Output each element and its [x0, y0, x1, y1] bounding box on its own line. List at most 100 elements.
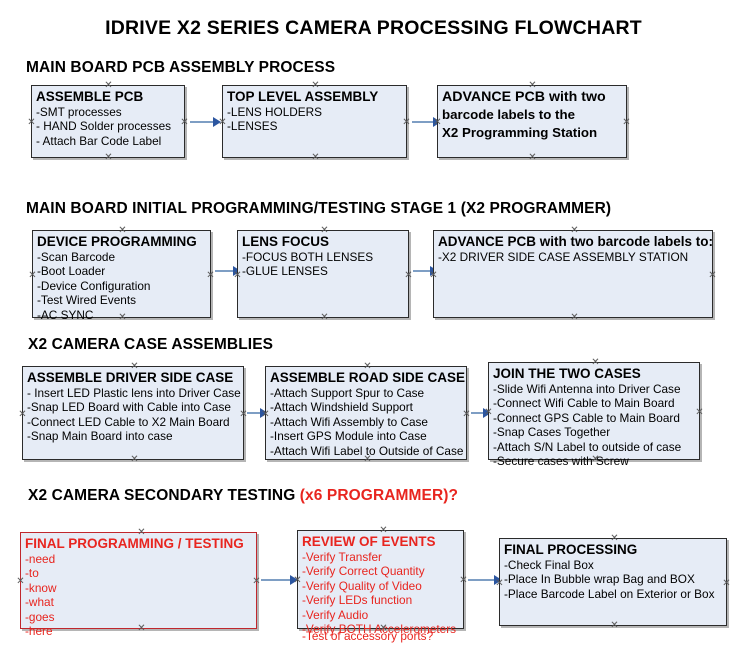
resize-handle-right[interactable]	[180, 118, 189, 127]
box-lens-focus[interactable]: LENS FOCUS -FOCUS BOTH LENSES -GLUE LENS…	[237, 230, 409, 318]
box-final-processing[interactable]: FINAL PROCESSING -Check Final Box -Place…	[499, 538, 727, 626]
box-line: -know	[25, 580, 57, 595]
box-line: -Test Wired Events	[37, 293, 136, 308]
resize-handle-left[interactable]	[293, 576, 302, 585]
box-line: -Connect Wifi Cable to Main Board	[493, 396, 675, 411]
resize-handle-top[interactable]	[363, 362, 372, 371]
resize-handle-bottom[interactable]	[528, 153, 537, 162]
resize-handle-bottom[interactable]	[610, 621, 619, 630]
box-content: ADVANCE PCB with two barcode labels to: …	[434, 231, 713, 264]
box-title: ADVANCE PCB with two	[442, 89, 606, 105]
box-title: ASSEMBLE ROAD SIDE CASE	[270, 370, 466, 385]
box-line: -what	[25, 595, 54, 610]
box-content: TOP LEVEL ASSEMBLY -LENS HOLDERS -LENSES	[223, 86, 406, 134]
box-line: -Attach S/N Label to outside of case	[493, 439, 682, 454]
box-join-the-two-cases[interactable]: JOIN THE TWO CASES -Slide Wifi Antenna i…	[488, 362, 700, 468]
connector-driver-side-to-road-side	[247, 412, 264, 414]
box-content: REVIEW OF EVENTS -Verify Transfer -Verif…	[298, 531, 463, 636]
resize-handle-bottom[interactable]	[104, 153, 113, 162]
resize-handle-right[interactable]	[708, 271, 717, 280]
resize-handle-bottom[interactable]	[570, 313, 579, 322]
resize-handle-bottom[interactable]	[379, 624, 388, 633]
resize-handle-top[interactable]	[118, 226, 127, 235]
box-line: -Boot Loader	[37, 264, 106, 279]
box-advance-pcb-to-driver-side-case-station[interactable]: ADVANCE PCB with two barcode labels to: …	[433, 230, 713, 318]
resize-handle-top[interactable]	[311, 81, 320, 90]
resize-handle-bottom[interactable]	[118, 313, 127, 322]
box-title: REVIEW OF EVENTS	[302, 534, 436, 549]
resize-handle-left[interactable]	[261, 410, 270, 419]
box-assemble-driver-side-case[interactable]: ASSEMBLE DRIVER SIDE CASE - Insert LED P…	[22, 366, 244, 460]
resize-handle-top[interactable]	[130, 362, 139, 371]
resize-handle-right[interactable]	[462, 410, 471, 419]
box-assemble-road-side-case[interactable]: ASSEMBLE ROAD SIDE CASE -Attach Support …	[265, 366, 467, 460]
resize-handle-left[interactable]	[495, 579, 504, 588]
connector-device-programming-to-lens-focus	[215, 270, 237, 272]
box-line: -Place In Bubble wrap Bag and BOX	[504, 572, 695, 587]
resize-handle-left[interactable]	[433, 118, 442, 127]
resize-handle-top[interactable]	[610, 534, 619, 543]
resize-handle-right[interactable]	[402, 118, 411, 127]
page-title: IDRIVE X2 SERIES CAMERA PROCESSING FLOWC…	[105, 17, 642, 39]
resize-handle-bottom[interactable]	[320, 313, 329, 322]
box-assemble-pcb[interactable]: ASSEMBLE PCB -SMT processes - HAND Solde…	[31, 85, 185, 158]
resize-handle-left[interactable]	[484, 408, 493, 417]
resize-handle-top[interactable]	[528, 81, 537, 90]
box-line: -Device Configuration	[37, 278, 151, 293]
box-line: - Insert LED Plastic lens into Driver Ca…	[27, 386, 241, 400]
resize-handle-top[interactable]	[320, 226, 329, 235]
resize-handle-bottom[interactable]	[130, 455, 139, 464]
resize-handle-left[interactable]	[16, 577, 25, 586]
box-line: -Attach Wifi Assembly to Case	[270, 414, 428, 429]
resize-handle-right[interactable]	[459, 576, 468, 585]
resize-handle-right[interactable]	[722, 579, 731, 588]
box-title: JOIN THE TWO CASES	[493, 366, 641, 381]
resize-handle-bottom[interactable]	[363, 455, 372, 464]
resize-handle-bottom[interactable]	[137, 624, 146, 633]
resize-handle-top[interactable]	[379, 526, 388, 535]
resize-handle-top[interactable]	[137, 528, 146, 537]
resize-handle-left[interactable]	[233, 271, 242, 280]
box-review-of-events[interactable]: REVIEW OF EVENTS -Verify Transfer -Verif…	[297, 530, 464, 643]
box-line: -Connect GPS Cable to Main Board	[493, 410, 680, 425]
resize-handle-left[interactable]	[218, 118, 227, 127]
resize-handle-left[interactable]	[28, 271, 37, 280]
resize-handle-right[interactable]	[252, 577, 261, 586]
box-line: -LENS HOLDERS	[227, 105, 323, 119]
resize-handle-left[interactable]	[27, 118, 36, 127]
box-top-level-assembly[interactable]: TOP LEVEL ASSEMBLY -LENS HOLDERS -LENSES	[222, 85, 407, 158]
resize-handle-right[interactable]	[206, 271, 215, 280]
box-line: -here	[25, 624, 53, 639]
box-line: -Place Barcode Label on Exterior or Box	[504, 586, 715, 601]
box-content: LENS FOCUS -FOCUS BOTH LENSES -GLUE LENS…	[238, 231, 408, 279]
box-line: -GLUE LENSES	[242, 264, 328, 279]
connector-assemble-pcb-to-top-level-assembly	[190, 121, 216, 123]
box-title: FINAL PROCESSING	[504, 542, 638, 557]
resize-handle-bottom[interactable]	[311, 153, 320, 162]
resize-handle-left[interactable]	[18, 410, 27, 419]
resize-handle-top[interactable]	[591, 358, 600, 367]
box-line: -X2 DRIVER SIDE CASE ASSEMBLY STATION	[438, 250, 689, 264]
box-line: -Verify Audio	[302, 607, 369, 622]
box-device-programming[interactable]: DEVICE PROGRAMMING -Scan Barcode -Boot L…	[32, 230, 211, 322]
resize-handle-left[interactable]	[429, 271, 438, 280]
box-line: -Scan Barcode	[37, 250, 116, 264]
box-final-programming-testing[interactable]: FINAL PROGRAMMING / TESTING -need -to -k…	[20, 532, 257, 638]
box-content: DEVICE PROGRAMMING -Scan Barcode -Boot L…	[33, 231, 210, 322]
box-title: ASSEMBLE DRIVER SIDE CASE	[27, 370, 234, 385]
connector-review-of-events-to-final-processing	[468, 579, 498, 581]
resize-handle-top[interactable]	[570, 226, 579, 235]
resize-handle-right[interactable]	[404, 271, 413, 280]
box-line: - HAND Solder processes	[36, 119, 172, 134]
box-advance-pcb-to-programming-station[interactable]: ADVANCE PCB with two barcode labels to t…	[437, 85, 627, 158]
box-content: ASSEMBLE PCB -SMT processes - HAND Solde…	[32, 86, 184, 148]
box-line: -LENSES	[227, 119, 278, 134]
resize-handle-bottom[interactable]	[591, 455, 600, 464]
resize-handle-right[interactable]	[695, 408, 704, 417]
section-header-text: MAIN BOARD PCB ASSEMBLY PROCESS	[26, 59, 336, 76]
box-line: -to	[25, 566, 39, 581]
resize-handle-top[interactable]	[104, 81, 113, 90]
box-content: JOIN THE TWO CASES -Slide Wifi Antenna i…	[489, 363, 699, 468]
resize-handle-right[interactable]	[622, 118, 631, 127]
